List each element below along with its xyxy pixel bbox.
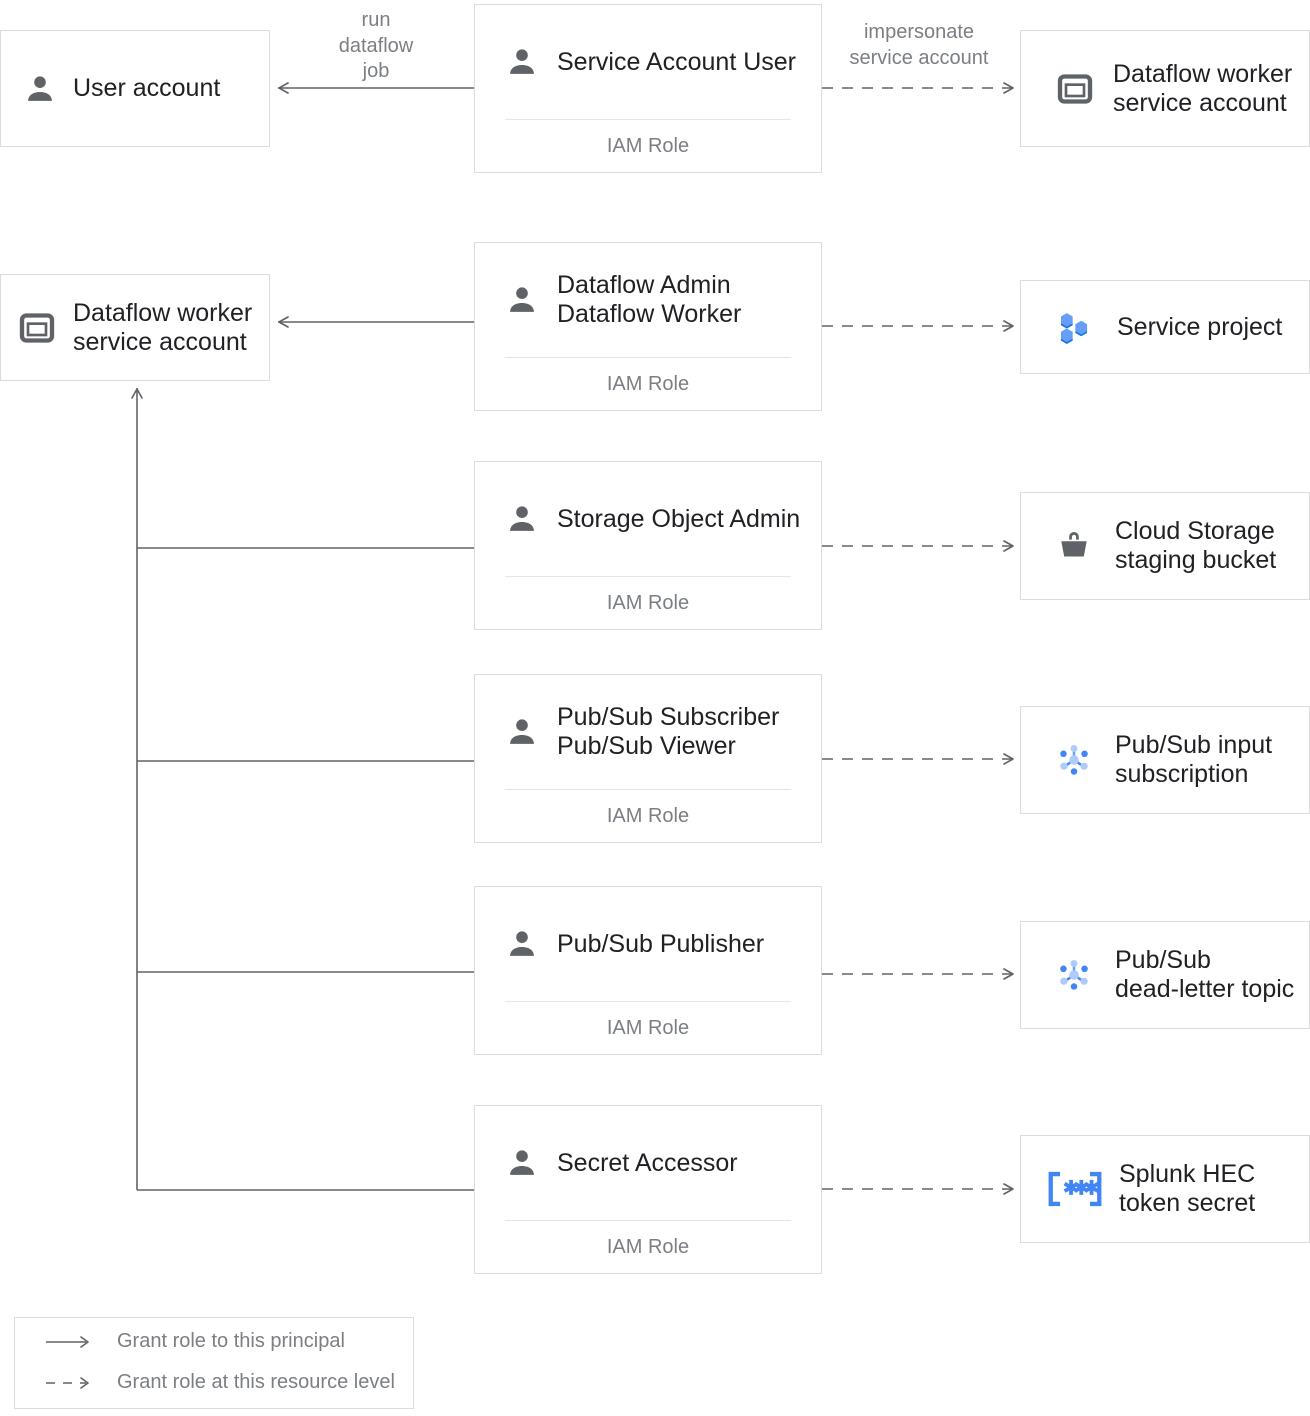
service-account-icon [17, 308, 57, 348]
iam-card-header: Secret Accessor [475, 1106, 821, 1220]
iam-role-name: Service Account User [557, 47, 796, 76]
iam-card-service-account-user[interactable]: Service Account User IAM Role [474, 4, 822, 173]
resource-dataflow-worker-service-account[interactable]: Dataflow worker service account [1020, 30, 1310, 147]
service-project-icon [1051, 304, 1097, 350]
pubsub-icon [1051, 737, 1097, 783]
person-icon [505, 927, 539, 961]
iam-card-header: Service Account User [475, 5, 821, 119]
legend-item-dashed: Grant role at this resource level [45, 1371, 395, 1394]
legend: Grant role to this principal Grant role … [14, 1317, 414, 1409]
pubsub-icon [1051, 952, 1097, 998]
divider [505, 357, 791, 358]
edge-label-run-dataflow-job: run dataflow job [338, 9, 414, 83]
iam-role-name: Dataflow Admin Dataflow Worker [557, 271, 742, 328]
iam-card-header: Dataflow Admin Dataflow Worker [475, 243, 821, 357]
iam-role-caption: IAM Role [606, 591, 690, 614]
person-icon [505, 283, 539, 317]
iam-card-dataflow-admin[interactable]: Dataflow Admin Dataflow Worker IAM Role [474, 242, 822, 411]
resource-label: Splunk HEC token secret [1119, 1160, 1256, 1217]
principal-dataflow-worker-service-account[interactable]: Dataflow worker service account [0, 274, 270, 381]
person-icon [505, 1146, 539, 1180]
iam-role-caption: IAM Role [606, 1235, 690, 1258]
resource-pubsub-dead-letter-topic[interactable]: Pub/Sub dead-letter topic [1020, 921, 1310, 1029]
divider [505, 119, 791, 120]
person-icon [505, 45, 539, 79]
person-icon [505, 715, 539, 749]
divider [505, 789, 791, 790]
iam-card-header: Pub/Sub Publisher [475, 887, 821, 1001]
resource-label: Service project [1117, 312, 1283, 341]
person-icon [505, 502, 539, 536]
resource-label: Pub/Sub input subscription [1115, 731, 1273, 788]
person-icon [23, 72, 57, 106]
iam-card-pubsub-publisher[interactable]: Pub/Sub Publisher IAM Role [474, 886, 822, 1055]
resource-label: Cloud Storage staging bucket [1115, 517, 1277, 574]
iam-role-caption: IAM Role [606, 804, 690, 827]
svg-text:✱: ✱ [1083, 1178, 1099, 1200]
iam-role-name: Storage Object Admin [557, 504, 801, 533]
iam-card-header: Storage Object Admin [475, 462, 821, 576]
svg-text:✱: ✱ [1073, 1178, 1089, 1200]
resource-pubsub-input-subscription[interactable]: Pub/Sub input subscription [1020, 706, 1310, 814]
resource-splunk-hec-token-secret[interactable]: ✱ ✱ ✱ Splunk HEC token secret [1020, 1135, 1310, 1243]
connector-vertical-bus [131, 388, 474, 1191]
iam-role-name: Secret Accessor [557, 1148, 738, 1177]
principal-label: Dataflow worker service account [73, 298, 253, 356]
iam-card-storage-object-admin[interactable]: Storage Object Admin IAM Role [474, 461, 822, 630]
principal-label: User account [73, 74, 221, 102]
legend-label: Grant role to this principal [117, 1330, 345, 1352]
edge-label-impersonate-service-account: impersonate service account [849, 21, 989, 69]
legend-label: Grant role at this resource level [117, 1371, 395, 1393]
iam-card-pubsub-subscriber[interactable]: Pub/Sub Subscriber Pub/Sub Viewer IAM Ro… [474, 674, 822, 843]
resource-label: Pub/Sub dead-letter topic [1115, 946, 1295, 1003]
divider [505, 1001, 791, 1002]
principal-user-account[interactable]: User account [0, 30, 270, 147]
resource-cloud-storage-staging-bucket[interactable]: Cloud Storage staging bucket [1020, 492, 1310, 600]
legend-item-solid: Grant role to this principal [45, 1330, 345, 1353]
divider [505, 1220, 791, 1221]
iam-role-caption: IAM Role [606, 1016, 690, 1039]
iam-role-name: Pub/Sub Subscriber Pub/Sub Viewer [557, 703, 780, 760]
resource-label: Dataflow worker service account [1113, 59, 1293, 117]
dashed-arrow-icon [45, 1375, 93, 1391]
iam-role-name: Pub/Sub Publisher [557, 929, 765, 958]
divider [505, 576, 791, 577]
iam-card-secret-accessor[interactable]: Secret Accessor IAM Role [474, 1105, 822, 1274]
secret-manager-icon: ✱ ✱ ✱ [1047, 1167, 1103, 1211]
svg-text:✱: ✱ [1063, 1178, 1079, 1200]
resource-service-project[interactable]: Service project [1020, 280, 1310, 374]
iam-role-caption: IAM Role [606, 134, 690, 157]
solid-arrow-icon [45, 1334, 93, 1350]
service-account-icon [1055, 69, 1095, 109]
iam-card-header: Pub/Sub Subscriber Pub/Sub Viewer [475, 675, 821, 789]
iam-role-caption: IAM Role [606, 372, 690, 395]
cloud-storage-bucket-icon [1053, 525, 1095, 567]
